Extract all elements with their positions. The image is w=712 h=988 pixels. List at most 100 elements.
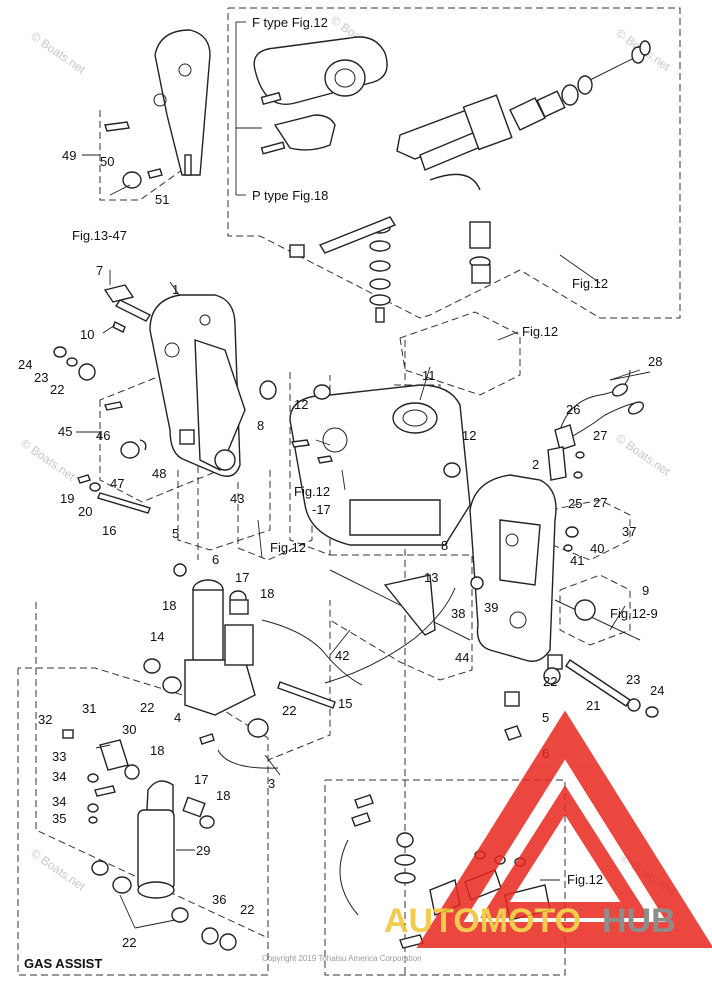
callout-27: 27 — [593, 428, 607, 443]
callout-29: 29 — [196, 843, 210, 858]
left-fasteners — [53, 346, 151, 514]
callout-33: 33 — [52, 749, 66, 764]
gas-assist-cylinder — [62, 729, 237, 951]
callout-41: 41 — [570, 553, 584, 568]
figure-references: F type Fig.12 P type Fig.18 Fig.13-47 Fi… — [24, 15, 658, 971]
callout-36: 36 — [212, 892, 226, 907]
callout-9: 9 — [642, 583, 649, 598]
callout-38: 38 — [451, 606, 465, 621]
callout-27: 27 — [593, 495, 607, 510]
automotohub-logo: AUTOMOTO HUB — [384, 710, 712, 948]
callout-35: 35 — [52, 811, 66, 826]
callout-31: 31 — [82, 701, 96, 716]
callout-24: 24 — [18, 357, 32, 372]
callout-49: 49 — [62, 148, 76, 163]
callout-37: 37 — [622, 524, 636, 539]
callout-12: 12 — [294, 397, 308, 412]
callout-4: 4 — [174, 710, 181, 725]
callout-28: 28 — [648, 354, 662, 369]
callout-19: 19 — [60, 491, 74, 506]
callout-23: 23 — [626, 672, 640, 687]
callout-22: 22 — [543, 674, 557, 689]
callout-44: 44 — [455, 650, 469, 665]
callout-11: 11 — [422, 368, 436, 383]
callout-22: 22 — [282, 703, 296, 718]
logo-word-auto: AUTOMOTO — [384, 902, 581, 940]
clamp-bracket-top — [104, 29, 211, 189]
callouts: 1 2 3 4 5 5 6 6 7 8 8 9 10 11 12 12 13 1… — [18, 148, 664, 950]
stern-bracket-right — [469, 474, 563, 670]
fig12-17-ref: -17 — [312, 502, 331, 517]
callout-51: 51 — [155, 192, 169, 207]
callout-7: 7 — [96, 263, 103, 278]
callout-32: 32 — [38, 712, 52, 727]
callout-17: 17 — [194, 772, 208, 787]
callout-14: 14 — [150, 629, 164, 644]
fig12-17-ref: Fig.12 — [294, 484, 330, 499]
callout-39: 39 — [484, 600, 498, 615]
callout-10: 10 — [80, 327, 94, 342]
callout-18: 18 — [162, 598, 176, 613]
copyright: Copyright 2019 Tohatsu America Corporati… — [262, 954, 422, 963]
callout-16: 16 — [102, 523, 116, 538]
callout-12: 12 — [462, 428, 476, 443]
tiller-handle-bracket — [253, 36, 388, 155]
washer-stack — [289, 216, 397, 323]
swivel-bracket — [259, 380, 471, 546]
callout-1: 1 — [172, 282, 179, 297]
callout-42: 42 — [335, 648, 349, 663]
callout-6: 6 — [212, 552, 219, 567]
tilt-rods — [261, 569, 484, 709]
dashed-frames — [17, 7, 681, 976]
callout-5: 5 — [542, 710, 549, 725]
callout-34: 34 — [52, 794, 66, 809]
trim-tilt-unit — [143, 563, 279, 769]
callout-18: 18 — [150, 743, 164, 758]
fig12-9-ref: Fig.12-9 — [610, 606, 658, 621]
callout-46: 46 — [96, 428, 110, 443]
callout-22: 22 — [140, 700, 154, 715]
callout-5: 5 — [172, 526, 179, 541]
p-type-ref: P type Fig.18 — [252, 188, 328, 203]
trim-sensor-wiring — [547, 369, 645, 552]
logo-triangle — [416, 710, 712, 948]
callout-15: 15 — [338, 696, 352, 711]
watermark: © Boats.net — [28, 29, 88, 77]
stern-bracket-left — [149, 294, 246, 477]
callout-22: 22 — [122, 935, 136, 950]
callout-20: 20 — [78, 504, 92, 519]
callout-18: 18 — [260, 586, 274, 601]
callout-22: 22 — [50, 382, 64, 397]
callout-40: 40 — [590, 541, 604, 556]
callout-13: 13 — [424, 570, 438, 585]
f-type-ref: F type Fig.12 — [252, 15, 328, 30]
callout-21: 21 — [586, 698, 600, 713]
callout-50: 50 — [100, 154, 114, 169]
bolt-7 — [103, 284, 152, 322]
fig13-47-ref: Fig.13-47 — [72, 228, 127, 243]
logo-word-hub: HUB — [602, 902, 676, 940]
callout-45: 45 — [58, 424, 72, 439]
gas-assist-label: GAS ASSIST — [24, 956, 102, 971]
leader-lines — [76, 21, 651, 929]
callout-8: 8 — [441, 538, 448, 553]
steering-bracket-assembly — [396, 40, 651, 284]
callout-34: 34 — [52, 769, 66, 784]
callout-23: 23 — [34, 370, 48, 385]
fig12-ref: Fig.12 — [270, 540, 306, 555]
fig12-ref: Fig.12 — [572, 276, 608, 291]
callout-17: 17 — [235, 570, 249, 585]
callout-47: 47 — [110, 476, 124, 491]
callout-2: 2 — [532, 457, 539, 472]
callout-18: 18 — [216, 788, 230, 803]
logo-triangle-inner — [480, 785, 650, 918]
callout-24: 24 — [650, 683, 664, 698]
callout-25: 25 — [568, 496, 582, 511]
fig12-ref: Fig.12 — [522, 324, 558, 339]
callout-30: 30 — [122, 722, 136, 737]
watermark: © Boats.net — [28, 846, 88, 894]
fig12-ref: Fig.12 — [567, 872, 603, 887]
shafts — [504, 599, 659, 741]
watermark: © Boats.net — [613, 431, 673, 479]
watermark: © Boats.net — [18, 436, 78, 484]
